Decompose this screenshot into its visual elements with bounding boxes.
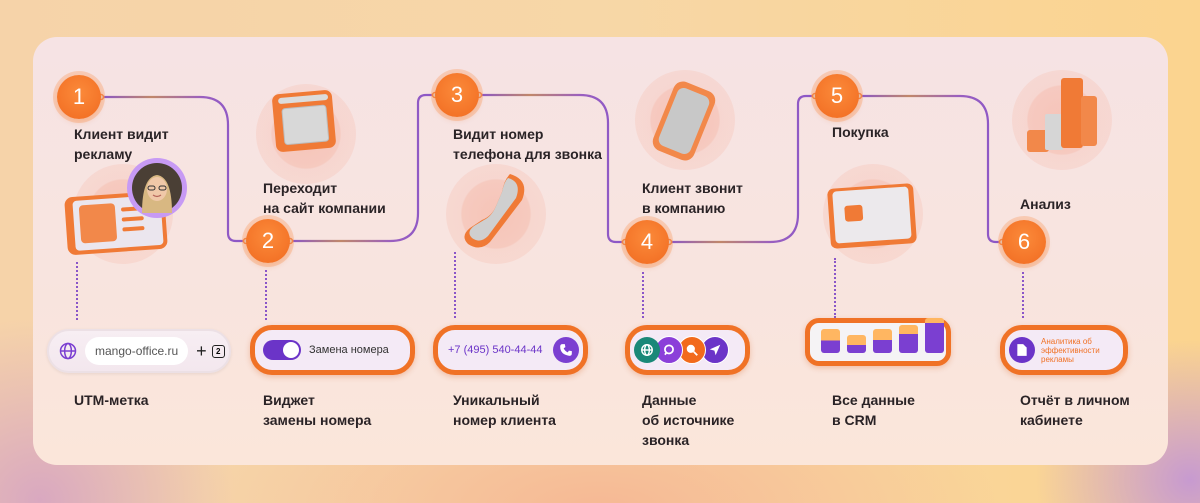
step-2-badge: 2 [246, 219, 290, 263]
crm-data-widget [805, 318, 951, 366]
detail-5-caption: Все данные в CRM [832, 392, 915, 428]
utm-browser-bar: mango-office.ru + 2 [47, 329, 231, 373]
tab-count-icon[interactable]: 2 [211, 344, 225, 358]
new-tab-button[interactable]: + [196, 340, 207, 361]
toggle-label: Замена номера [309, 344, 389, 356]
step-number: 3 [450, 82, 464, 107]
crm-bar [925, 318, 944, 353]
globe-icon [59, 342, 77, 360]
document-icon [1017, 344, 1027, 356]
bank-card-icon [827, 183, 917, 249]
crm-bar [899, 325, 918, 353]
call-button[interactable] [553, 337, 579, 363]
step-6-label: Анализ [1020, 196, 1071, 212]
step-1-label: Клиент видит рекламу [74, 126, 169, 162]
dotted-connector [76, 262, 80, 320]
step-number: 6 [1017, 229, 1031, 254]
mobile-phone-icon [652, 81, 716, 161]
step-number: 5 [830, 83, 844, 108]
browser-window-icon [272, 90, 336, 152]
crm-bar [847, 335, 866, 353]
detail-2-caption: Виджет замены номера [263, 392, 372, 428]
globe-icon [634, 337, 660, 363]
dotted-connector [642, 272, 646, 318]
detail-3-caption: Уникальный номер клиента [453, 392, 556, 428]
detail-6-caption: Отчёт в личном кабинете [1020, 392, 1130, 428]
phone-handset-icon [464, 174, 525, 248]
call-source-widget [625, 325, 750, 375]
dotted-connector [454, 252, 458, 318]
phone-call-icon [560, 344, 572, 356]
url-field[interactable]: mango-office.ru [85, 337, 189, 365]
step-6-badge: 6 [1002, 220, 1046, 264]
step-5-badge: 5 [815, 74, 859, 118]
document-button[interactable] [1009, 337, 1035, 363]
unique-number-widget: +7 (495) 540-44-44 [433, 325, 588, 375]
number-swap-widget: Замена номера [250, 325, 415, 375]
dotted-connector [834, 258, 838, 318]
number-swap-toggle[interactable] [263, 340, 301, 360]
report-widget: Аналитика об эффективности рекламы [1000, 325, 1128, 375]
tracking-phone-number: +7 (495) 540-44-44 [448, 344, 543, 356]
step-number: 2 [261, 228, 275, 253]
detail-1-caption: UTM-метка [74, 392, 149, 408]
avatar [127, 158, 187, 218]
step-2-label: Переходит на сайт компании [263, 180, 386, 216]
step-1-badge: 1 [57, 75, 101, 119]
report-title: Аналитика об эффективности рекламы [1041, 336, 1100, 364]
step-number: 1 [72, 84, 86, 109]
crm-bar [821, 329, 840, 353]
step-4-label: Клиент звонит в компанию [642, 180, 743, 216]
step-5-label: Покупка [832, 124, 889, 140]
person-photo-icon [132, 163, 182, 213]
bar-chart-icon [1027, 78, 1097, 152]
dotted-connector [1022, 272, 1026, 318]
flow-card [33, 37, 1168, 465]
step-4-badge: 4 [625, 220, 669, 264]
step-number: 4 [640, 229, 654, 254]
step-3-badge: 3 [435, 73, 479, 117]
dotted-connector [265, 270, 269, 320]
detail-4-caption: Данные об источнике звонка [642, 392, 735, 448]
step-3-label: Видит номер телефона для звонка [453, 126, 602, 162]
crm-bar [873, 329, 892, 353]
